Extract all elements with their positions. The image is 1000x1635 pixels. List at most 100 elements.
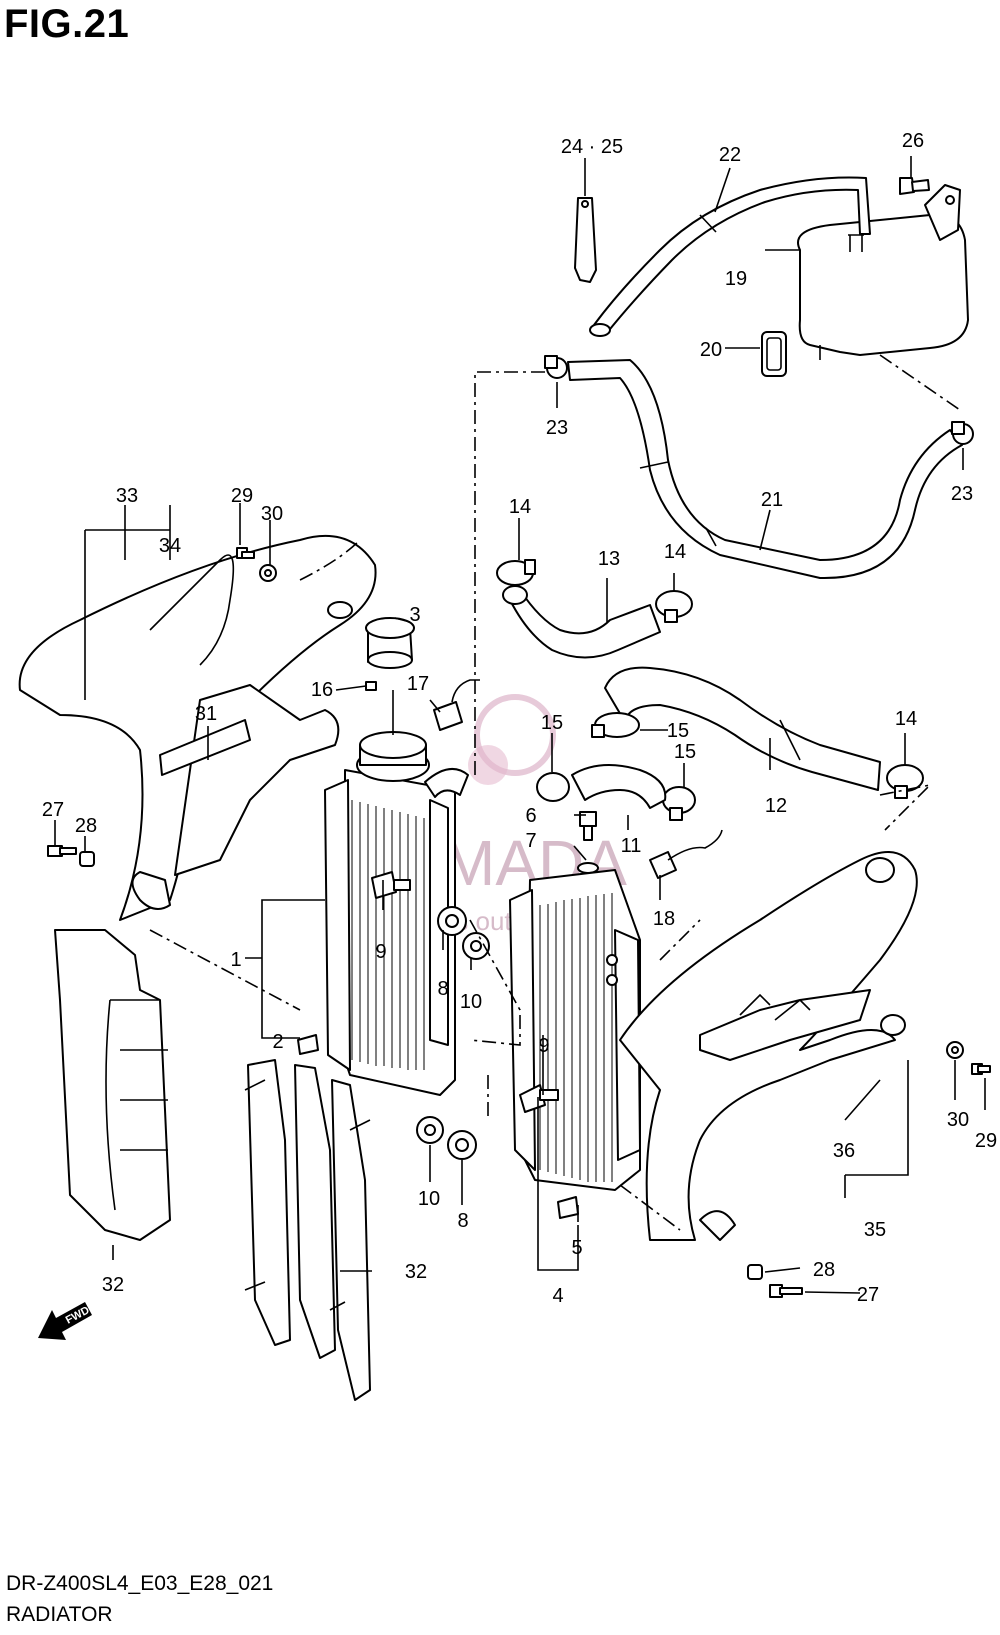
part-labels: 24 · 25 22 26 19 20 23 23 21 14 13 14 3 … [42,130,997,1307]
overflow-hose [567,359,963,580]
label-23-left: 23 [546,417,568,439]
label-22: 22 [719,144,741,166]
radiator-hose-13 [502,585,661,659]
fwd-arrow-icon: FWD [38,1302,92,1340]
bolt-27-right [769,1284,803,1298]
label-31: 31 [195,703,217,725]
label-10-right: 10 [418,1188,440,1210]
label-8-left: 8 [437,978,448,1000]
label-18: 18 [653,908,675,930]
label-29-right: 29 [975,1130,997,1152]
label-30-left: 30 [261,503,283,525]
radiator-guard-left [54,929,171,1241]
label-2: 2 [272,1031,283,1053]
clamp-15-a [591,712,640,738]
label-29-left: 29 [231,485,253,507]
label-13: 13 [598,548,620,570]
label-28-right: 28 [813,1259,835,1281]
label-14-b: 14 [664,541,686,563]
label-12: 12 [765,795,787,817]
radiator-hose-12 [604,666,881,791]
washer-10-right [416,1116,444,1144]
clamp-15-b [536,772,570,802]
label-14-c: 14 [895,708,917,730]
label-32-right: 32 [405,1261,427,1283]
label-17: 17 [407,673,429,695]
radiator-left-fins [351,800,425,1070]
washer-30-right [946,1041,964,1059]
radiator-guard-right [244,1059,371,1401]
label-15-c: 15 [674,741,696,763]
label-20: 20 [700,339,722,361]
reservoir-tank [797,184,969,411]
label-15-b: 15 [667,720,689,742]
washer-10-left [462,932,490,960]
label-14-a: 14 [509,496,531,518]
reservoir-cap [761,331,787,377]
label-19: 19 [725,268,747,290]
washer-30-left [259,564,277,582]
washer-28-left [79,851,95,867]
bracket-2 [297,1034,319,1055]
label-1: 1 [230,949,241,971]
label-27-right: 27 [857,1284,879,1306]
radiator-left [324,731,469,1096]
label-9-right: 9 [538,1035,549,1057]
bolt-26 [899,177,930,195]
leader-lines [54,156,986,1294]
grommet-8-right [447,1130,477,1160]
label-23-right: 23 [951,483,973,505]
label-9-left: 9 [375,941,386,963]
label-26: 26 [902,130,924,152]
label-7: 7 [525,830,536,852]
washer-28-right [747,1264,763,1280]
clamp-15-c [662,786,696,821]
fan-switch [649,829,723,879]
label-16: 16 [311,679,333,701]
radiator-right [509,869,641,1191]
figure-title: FIG.21 [4,2,130,46]
label-4: 4 [552,1285,563,1307]
radiator-hose-11 [571,764,667,809]
label-15-a: 15 [541,712,563,734]
bracket-5 [557,1196,579,1219]
label-36: 36 [833,1140,855,1162]
label-35: 35 [864,1219,886,1241]
label-21: 21 [761,489,783,511]
label-8-right: 8 [457,1210,468,1232]
clamp-23-right [951,421,974,445]
label-10-left: 10 [460,991,482,1013]
clamp-23-left [544,355,568,379]
clamp-14-b [655,590,693,623]
label-28-left: 28 [75,815,97,837]
clamp-14-c [886,764,924,799]
label-11: 11 [621,835,642,857]
radiator-shroud-right [619,851,918,1241]
centerlines [149,539,701,1231]
temp-switch [433,679,480,731]
label-5: 5 [571,1237,582,1259]
section-name: RADIATOR [6,1603,113,1626]
reservoir-hose [589,176,871,337]
label-24-25: 24 · 25 [561,136,623,158]
clamp-14-a [496,559,536,586]
screw-16 [365,681,377,691]
label-34: 34 [159,535,181,557]
label-27-left: 27 [42,799,64,821]
label-30-right: 30 [947,1109,969,1131]
label-6: 6 [525,805,536,827]
fwd-label: FWD [64,1304,92,1326]
model-code: DR-Z400SL4_E03_E28_021 [6,1572,274,1595]
bolt-27-left [47,845,77,857]
radiator-shroud-left [18,534,377,921]
bolt-29-right [971,1063,991,1075]
hose-holder [574,197,597,283]
radiator-right-fins [539,893,613,1182]
label-33: 33 [116,485,138,507]
label-32-left: 32 [102,1274,124,1296]
label-3: 3 [409,604,420,626]
radiator-cap [365,617,415,669]
emblem-31 [159,719,251,776]
bolt-29-left [236,547,255,559]
